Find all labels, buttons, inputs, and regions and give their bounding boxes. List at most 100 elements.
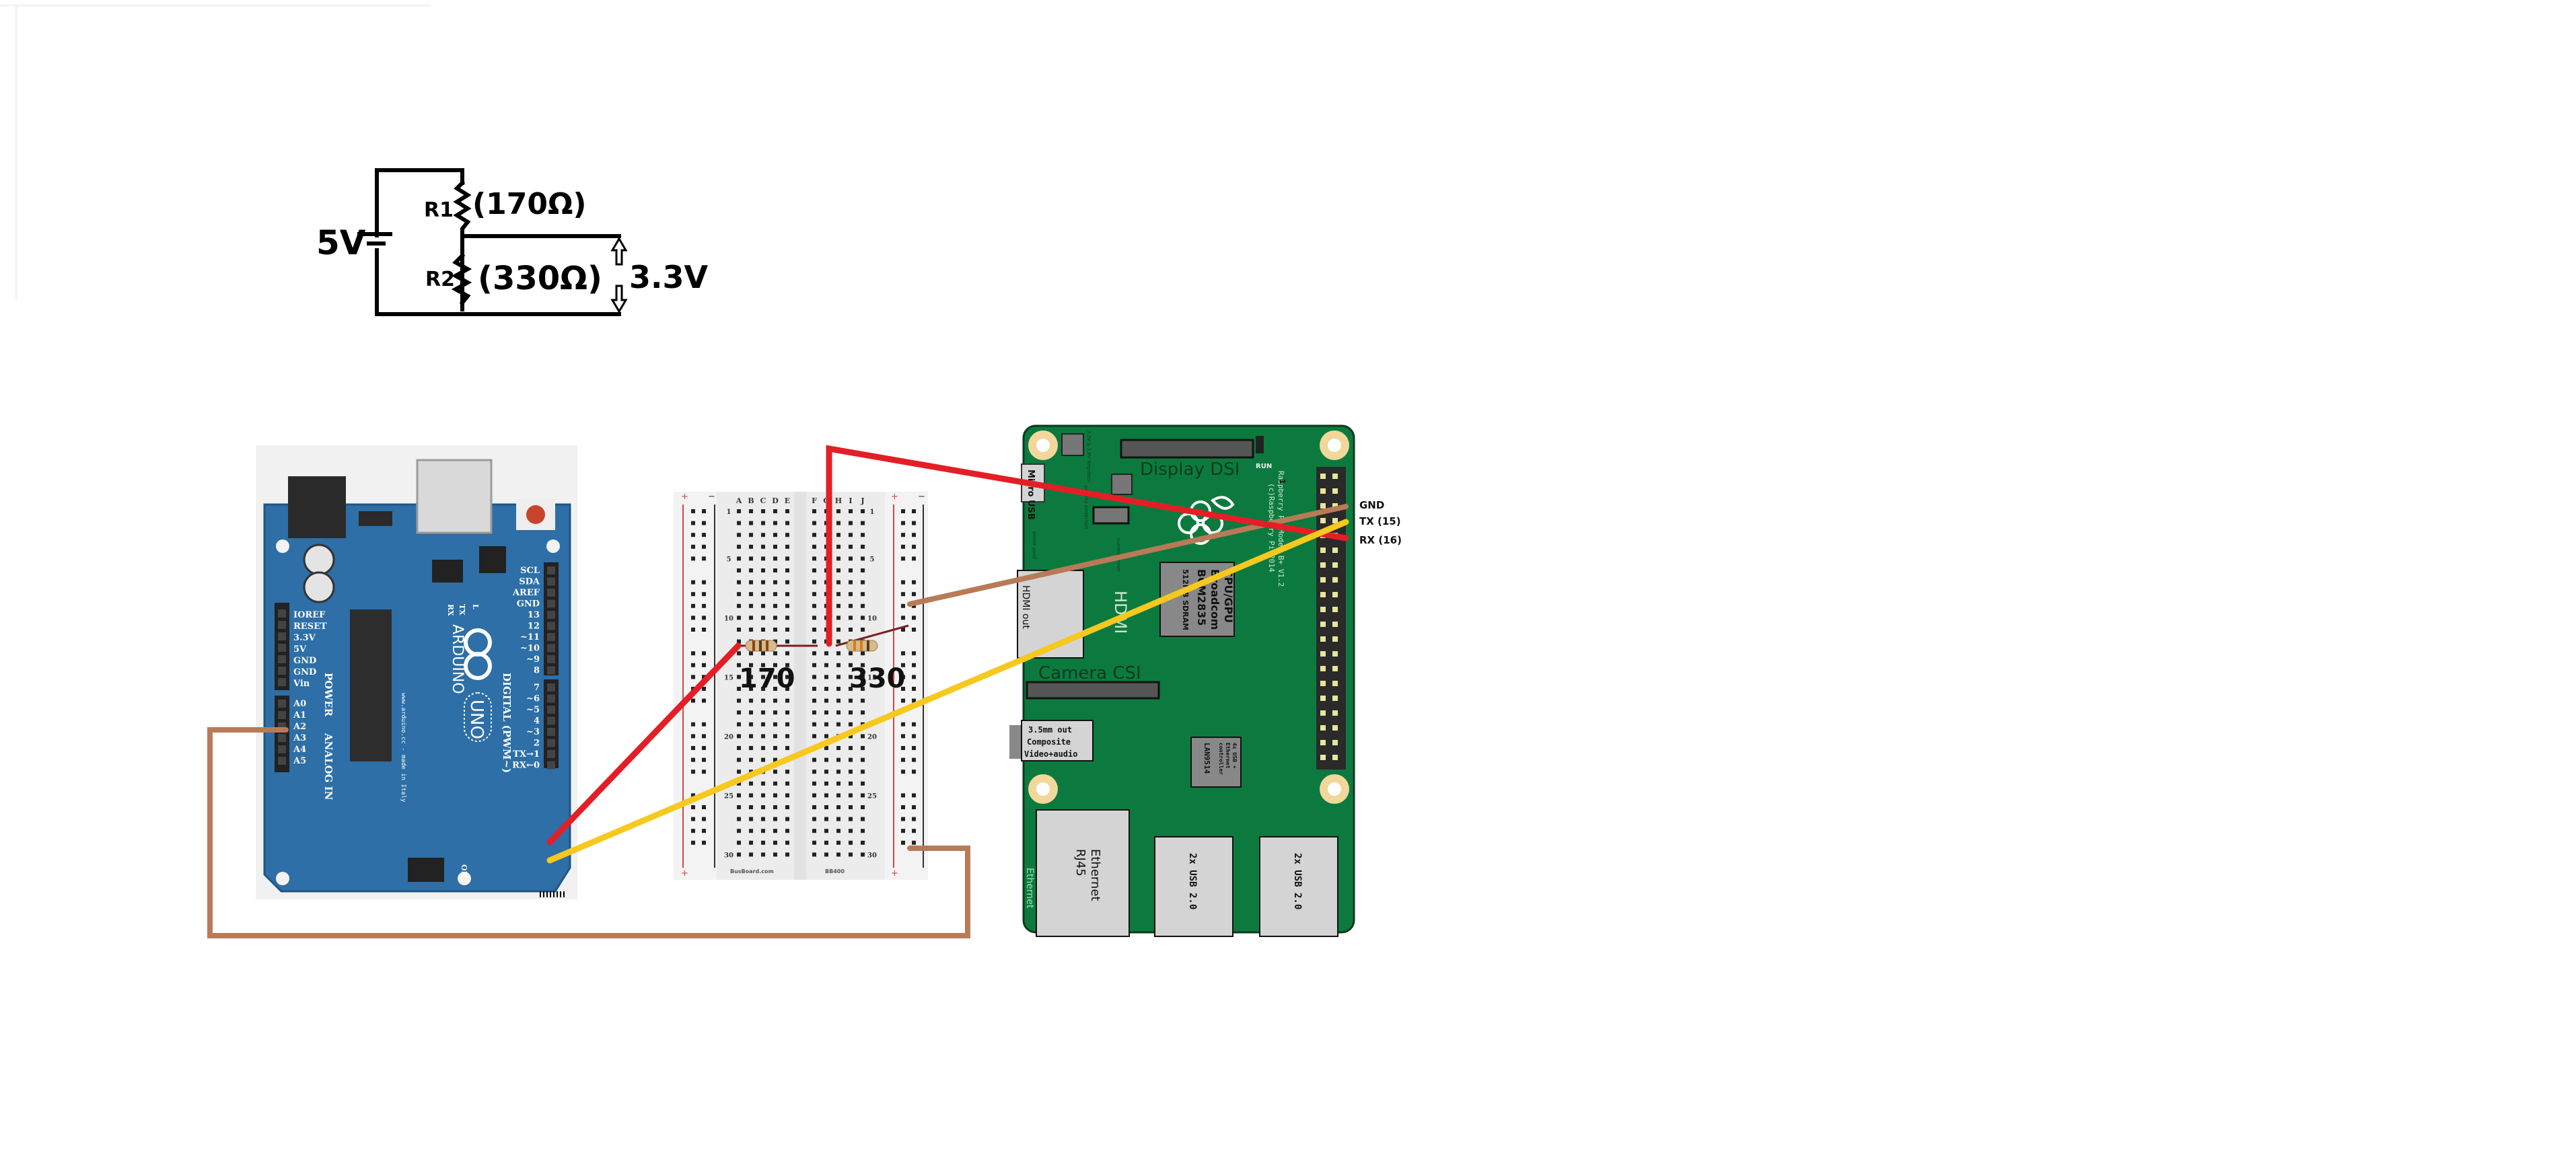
breadboard-hole (761, 568, 765, 572)
breadboard-hole (785, 687, 789, 691)
reset-button[interactable] (526, 505, 545, 524)
breadboard-hole (861, 521, 865, 525)
ethernet-port[interactable] (1036, 809, 1130, 937)
power-pin-label: IOREF (293, 610, 326, 620)
breadboard-hole (785, 544, 789, 549)
breadboard-hole (812, 603, 816, 608)
breadboard-hole (749, 722, 753, 726)
wire-pi-tx-to-arduino-rx[interactable] (546, 519, 1349, 864)
led-label-l: L (471, 604, 480, 609)
breadboard-hole (761, 580, 765, 585)
gpio-pin (1332, 696, 1338, 701)
breadboard-hole (812, 829, 816, 833)
breadboard-model: BB400 (825, 868, 845, 874)
breadboard-hole (812, 757, 816, 762)
rail-hole (691, 734, 695, 739)
gpio-pin1-label: 1 (1278, 479, 1287, 484)
analog-pin-label: A3 (293, 733, 306, 743)
breadboard-hole (749, 746, 753, 750)
breadboard-hole (849, 663, 853, 667)
breadboard-hole (785, 639, 789, 644)
usb-port-2[interactable] (1259, 836, 1338, 937)
gpio-pin (1320, 696, 1326, 701)
header-socket (278, 700, 286, 708)
row-number: 25 (724, 792, 734, 800)
header-socket (547, 728, 555, 736)
rail-hole (702, 521, 706, 525)
breadboard-hole (861, 615, 865, 620)
gpio-pin (1320, 488, 1326, 494)
breadboard-hole (824, 829, 828, 833)
breadboard-hole (773, 757, 777, 762)
rail-hole (901, 770, 905, 774)
digital-pin-label: ~6 (526, 694, 540, 704)
breadboard-hole (785, 615, 789, 620)
digital-pin-label: ~11 (520, 632, 540, 642)
header-socket (278, 644, 286, 652)
usb-port-1-label: 2x USB 2.0 (1187, 853, 1198, 909)
breadboard-hole (773, 628, 777, 632)
rail-hole (702, 746, 706, 750)
rail-hole (901, 734, 905, 739)
breadboard-hole (737, 757, 741, 762)
breadboard-hole (761, 840, 765, 845)
row-number: 25 (867, 792, 877, 800)
breadboard-hole (785, 509, 789, 513)
breadboard-hole (761, 852, 765, 857)
breadboard-hole (737, 509, 741, 513)
breadboard-hole (785, 580, 789, 585)
digital-pin-label: ~5 (526, 705, 540, 715)
rail-hole (702, 592, 706, 597)
uno-text: UNO (466, 700, 487, 739)
rail-hole (912, 829, 916, 833)
breadboard-hole (812, 651, 816, 656)
breadboard-hole (812, 687, 816, 691)
breadboard-hole (812, 592, 816, 597)
digital-pin-label: TX→1 (513, 749, 540, 759)
breadboard-hole (861, 746, 865, 750)
rail-hole (691, 592, 695, 597)
audio-jack[interactable] (1009, 725, 1022, 759)
breadboard-hole (749, 509, 753, 513)
resistor-330 (835, 624, 909, 652)
breadboard-hole (737, 710, 741, 715)
breadboard-hole (737, 580, 741, 585)
rail-hole (901, 521, 905, 525)
breadboard-hole (861, 770, 865, 774)
breadboard-hole (749, 757, 753, 762)
rail-hole (901, 805, 905, 809)
schematic-wire-top (375, 168, 464, 237)
row-number: 15 (867, 674, 877, 681)
rail-hole (912, 698, 916, 703)
breadboard-hole (785, 770, 789, 774)
rail-hole (702, 817, 706, 821)
breadboard-hole (824, 805, 828, 809)
breadboard-hole (836, 829, 840, 833)
breadboard-hole (785, 568, 789, 572)
breadboard-hole (836, 817, 840, 821)
usb-port-1[interactable] (1154, 836, 1233, 937)
wire-gnd-loop[interactable] (207, 727, 970, 938)
hdmi-port-label: HDMI out (1020, 585, 1031, 629)
breadboard-hole (737, 615, 741, 620)
breadboard-hole (761, 793, 765, 798)
breadboard-hole (761, 734, 765, 739)
digital-pin-label: 4 (534, 716, 540, 726)
rail-hole (912, 722, 916, 726)
regulator-label: 3.3V & 1.8V Regulator (1086, 431, 1092, 483)
breadboard-hole (737, 663, 741, 667)
breadboard-hole (849, 781, 853, 786)
breadboard-hole (761, 781, 765, 786)
breadboard-hole (773, 651, 777, 656)
usb-port-2-label: 2x USB 2.0 (1292, 853, 1303, 909)
wire-divider-to-pi-rx[interactable] (826, 445, 1349, 647)
breadboard-hole (761, 509, 765, 513)
breadboard-hole (836, 770, 840, 774)
gpio-pin (1320, 607, 1326, 612)
breadboard-hole (761, 746, 765, 750)
breadboard-hole (812, 521, 816, 525)
analog-header-title: ANALOG IN (322, 733, 334, 800)
rail-hole (691, 628, 695, 632)
wire-arduino-tx-to-divider[interactable] (546, 642, 742, 846)
breadboard-hole (824, 793, 828, 798)
